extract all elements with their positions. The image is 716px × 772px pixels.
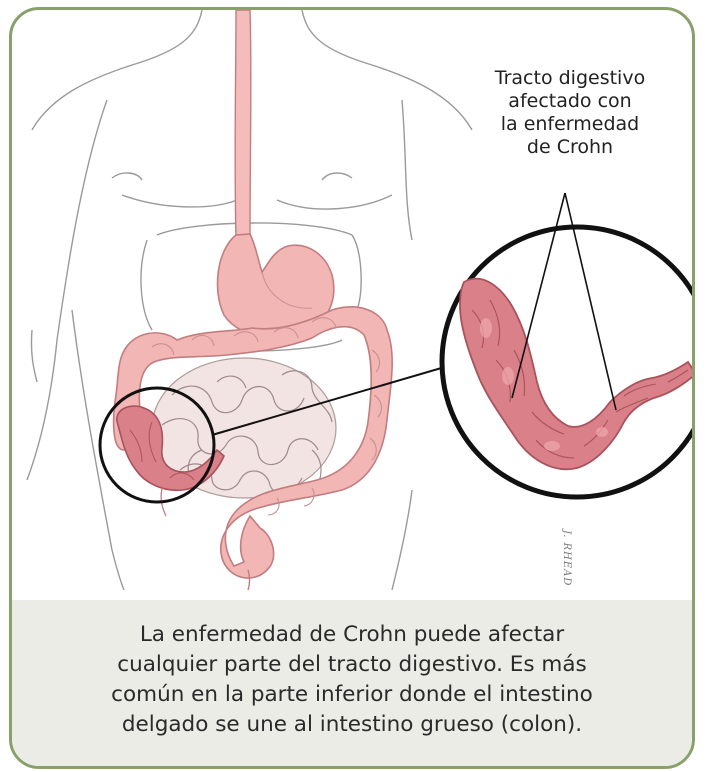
caption-text: La enfermedad de Crohn puede afectar cua…: [42, 620, 662, 740]
artist-signature: J. RHEAD: [561, 530, 572, 586]
caption-line: común en la parte inferior donde el inte…: [42, 680, 662, 710]
caption-panel: La enfermedad de Crohn puede afectar cua…: [12, 600, 692, 766]
callout-line: afectado con: [460, 90, 680, 113]
caption-line: delgado se une al intestino grueso (colo…: [42, 710, 662, 740]
esophagus: [235, 10, 251, 238]
anatomy-illustration: Tracto digestivo afectado con la enferme…: [12, 10, 692, 590]
callout-line: de Crohn: [460, 136, 680, 159]
callout-label: Tracto digestivo afectado con la enferme…: [460, 67, 680, 159]
figure-card: Tracto digestivo afectado con la enferme…: [9, 7, 695, 769]
caption-line: La enfermedad de Crohn puede afectar: [42, 620, 662, 650]
callout-line: la enfermedad: [460, 113, 680, 136]
callout-line: Tracto digestivo: [460, 67, 680, 90]
caption-line: cualquier parte del tracto digestivo. Es…: [42, 650, 662, 680]
